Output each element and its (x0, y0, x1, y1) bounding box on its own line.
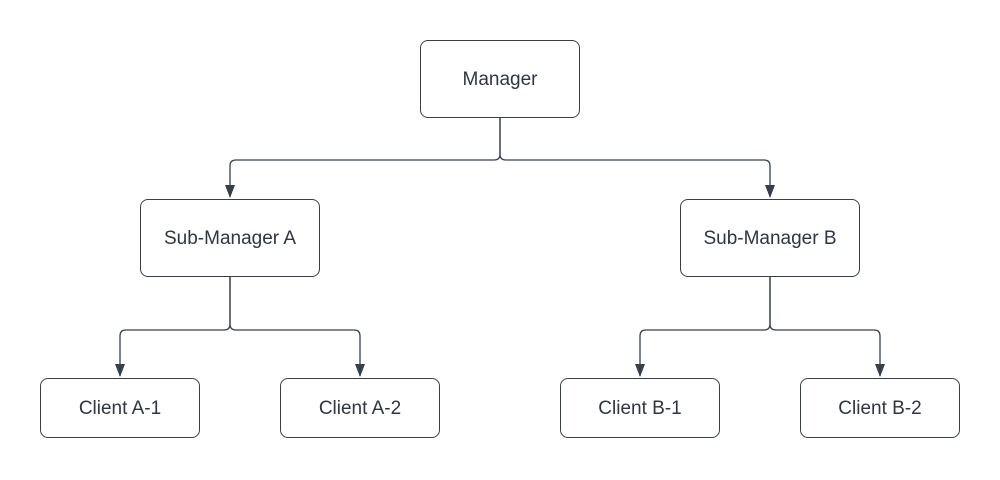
node-sub-manager-b-label: Sub-Manager B (703, 227, 837, 249)
node-sub-manager-a: Sub-Manager A (140, 199, 320, 277)
node-client-a2-label: Client A-2 (318, 397, 402, 419)
node-sub-manager-a-label: Sub-Manager A (163, 227, 297, 249)
edge-manager-to-sub-b (499, 118, 775, 198)
edge-sub-b-to-client-b2 (769, 277, 885, 377)
node-client-b2-label: Client B-2 (838, 397, 922, 419)
node-client-a1: Client A-1 (40, 378, 200, 438)
edge-manager-to-sub-a (225, 118, 501, 198)
node-client-b1-label: Client B-1 (598, 397, 682, 419)
edge-sub-a-to-client-a1 (115, 277, 231, 377)
node-client-b2: Client B-2 (800, 378, 960, 438)
node-client-a1-label: Client A-1 (78, 397, 162, 419)
node-manager: Manager (420, 40, 580, 118)
node-sub-manager-b: Sub-Manager B (680, 199, 860, 277)
node-client-a2: Client A-2 (280, 378, 440, 438)
node-client-b1: Client B-1 (560, 378, 720, 438)
node-manager-label: Manager (462, 68, 538, 90)
edge-sub-a-to-client-a2 (229, 277, 365, 377)
edge-sub-b-to-client-b1 (635, 277, 771, 377)
